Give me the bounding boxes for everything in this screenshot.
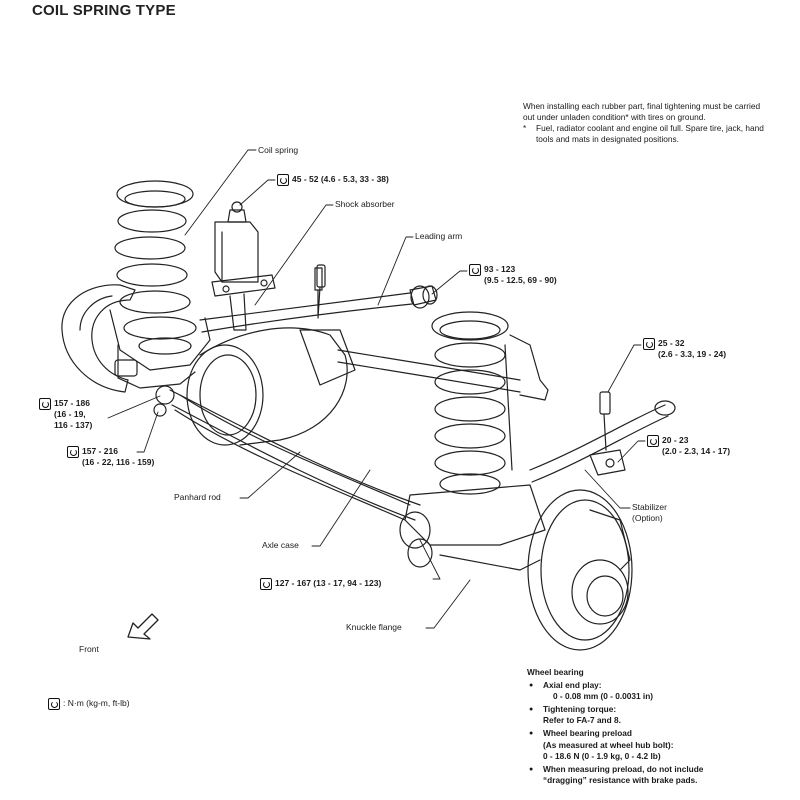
torque-stabilizer-bracket: 20 - 23 (2.0 - 2.3, 14 - 17) bbox=[647, 435, 730, 457]
leading-arm bbox=[199, 267, 438, 333]
label-knuckle-flange: Knuckle flange bbox=[346, 622, 402, 632]
legend-text: : N·m (kg-m, ft-lb) bbox=[63, 698, 130, 708]
label-stabilizer: Stabilizer (Option) bbox=[632, 502, 667, 524]
stabilizer-link-left bbox=[316, 264, 326, 319]
torque-wrench-icon bbox=[67, 446, 79, 458]
item-detail: (As measured at wheel hub bolt): bbox=[543, 739, 674, 750]
footnote-marker: * bbox=[523, 123, 527, 133]
leader-lines bbox=[107, 149, 646, 629]
label-leading-arm: Leading arm bbox=[415, 231, 463, 241]
page-title: COIL SPRING TYPE bbox=[32, 2, 176, 19]
installation-note: When installing each rubber part, final … bbox=[523, 101, 773, 145]
wheel-bearing-item: Wheel bearing preload (As measured at wh… bbox=[527, 728, 787, 763]
item-detail: 0 - 18.6 N (0 - 1.9 kg, 0 - 4.2 lb) bbox=[543, 751, 661, 762]
item-label: Wheel bearing preload bbox=[543, 727, 632, 738]
label-panhard-rod: Panhard rod bbox=[174, 492, 221, 502]
torque-wrench-icon bbox=[39, 398, 51, 410]
torque-value: 45 - 52 (4.6 - 5.3, 33 - 38) bbox=[292, 174, 389, 184]
right-shock-mount bbox=[504, 334, 549, 471]
torque-value-imperial: (2.0 - 2.3, 14 - 17) bbox=[662, 446, 731, 456]
wheel-bearing-item: When measuring preload, do not include “… bbox=[527, 764, 787, 787]
torque-legend: : N·m (kg-m, ft-lb) bbox=[48, 698, 130, 710]
torque-wrench-icon bbox=[643, 338, 655, 350]
torque-shock-top: 45 - 52 (4.6 - 5.3, 33 - 38) bbox=[277, 174, 389, 186]
torque-leading-arm: 93 - 123 (9.5 - 12.5, 69 - 90) bbox=[469, 264, 557, 286]
torque-wrench-icon bbox=[469, 264, 481, 276]
panhard-rod bbox=[153, 385, 411, 521]
torque-value-imperial-cont: 116 - 137) bbox=[54, 420, 93, 430]
torque-value-imperial: (2.6 - 3.3, 19 - 24) bbox=[658, 349, 727, 359]
item-detail: Refer to FA-7 and 8. bbox=[543, 715, 621, 726]
right-knuckle bbox=[399, 484, 546, 571]
wheel-bearing-heading: Wheel bearing bbox=[527, 667, 584, 677]
torque-stabilizer-link: 25 - 32 (2.6 - 3.3, 19 - 24) bbox=[643, 338, 726, 360]
torque-panhard-lower: 157 - 216 (16 - 22, 116 - 159) bbox=[67, 446, 154, 468]
torque-panhard-upper: 157 - 186 (16 - 19, 116 - 137) bbox=[39, 398, 92, 431]
label-shock-absorber: Shock absorber bbox=[335, 199, 395, 209]
item-detail: 0 - 0.08 mm (0 - 0.0031 in) bbox=[553, 691, 654, 702]
front-direction-arrow bbox=[127, 613, 159, 640]
torque-wrench-icon bbox=[647, 435, 659, 447]
torque-value: 20 - 23 bbox=[662, 435, 689, 445]
item-label: When measuring preload, do not include bbox=[543, 763, 704, 774]
shock-absorber bbox=[211, 201, 276, 331]
torque-wrench-icon bbox=[48, 698, 60, 710]
torque-value: 127 - 167 (13 - 17, 94 - 123) bbox=[275, 578, 382, 588]
torque-leading-arm-rear: 127 - 167 (13 - 17, 94 - 123) bbox=[260, 578, 381, 590]
brake-disc-hub bbox=[527, 489, 633, 651]
left-backing-plate bbox=[61, 284, 136, 393]
torque-value: 157 - 216 bbox=[82, 446, 118, 456]
item-label: Tightening torque: bbox=[543, 703, 617, 714]
wheel-bearing-item: Axial end play: 0 - 0.08 mm (0 - 0.0031 … bbox=[527, 680, 787, 703]
torque-value: 93 - 123 bbox=[484, 264, 516, 274]
right-coil-spring bbox=[431, 311, 509, 495]
torque-wrench-icon bbox=[260, 578, 272, 590]
torque-wrench-icon bbox=[277, 174, 289, 186]
left-knuckle bbox=[109, 309, 211, 389]
torque-value-imperial: (16 - 22, 116 - 159) bbox=[82, 457, 155, 467]
footnote-text: Fuel, radiator coolant and engine oil fu… bbox=[536, 123, 764, 144]
left-coil-spring bbox=[114, 180, 197, 355]
torque-value-imperial: (9.5 - 12.5, 69 - 90) bbox=[484, 275, 557, 285]
torque-value-imperial: (16 - 19, bbox=[54, 409, 86, 419]
stabilizer-bar bbox=[529, 391, 676, 483]
label-stabilizer-line1: Stabilizer bbox=[632, 502, 667, 512]
torque-value: 157 - 186 bbox=[54, 398, 90, 408]
note-intro: When installing each rubber part, final … bbox=[523, 101, 761, 122]
label-stabilizer-line2: (Option) bbox=[632, 513, 663, 523]
label-axle-case: Axle case bbox=[262, 540, 299, 550]
wheel-bearing-notes: Wheel bearing Axial end play: 0 - 0.08 m… bbox=[527, 667, 787, 787]
item-detail: “dragging” resistance with brake pads. bbox=[543, 775, 698, 786]
torque-value: 25 - 32 bbox=[658, 338, 685, 348]
note-footnote: * Fuel, radiator coolant and engine oil … bbox=[523, 123, 773, 145]
item-label: Axial end play: bbox=[543, 679, 602, 690]
axle-case bbox=[169, 327, 521, 521]
label-coil-spring: Coil spring bbox=[258, 145, 299, 155]
label-front: Front bbox=[79, 644, 99, 654]
wheel-bearing-item: Tightening torque: Refer to FA-7 and 8. bbox=[527, 704, 787, 727]
